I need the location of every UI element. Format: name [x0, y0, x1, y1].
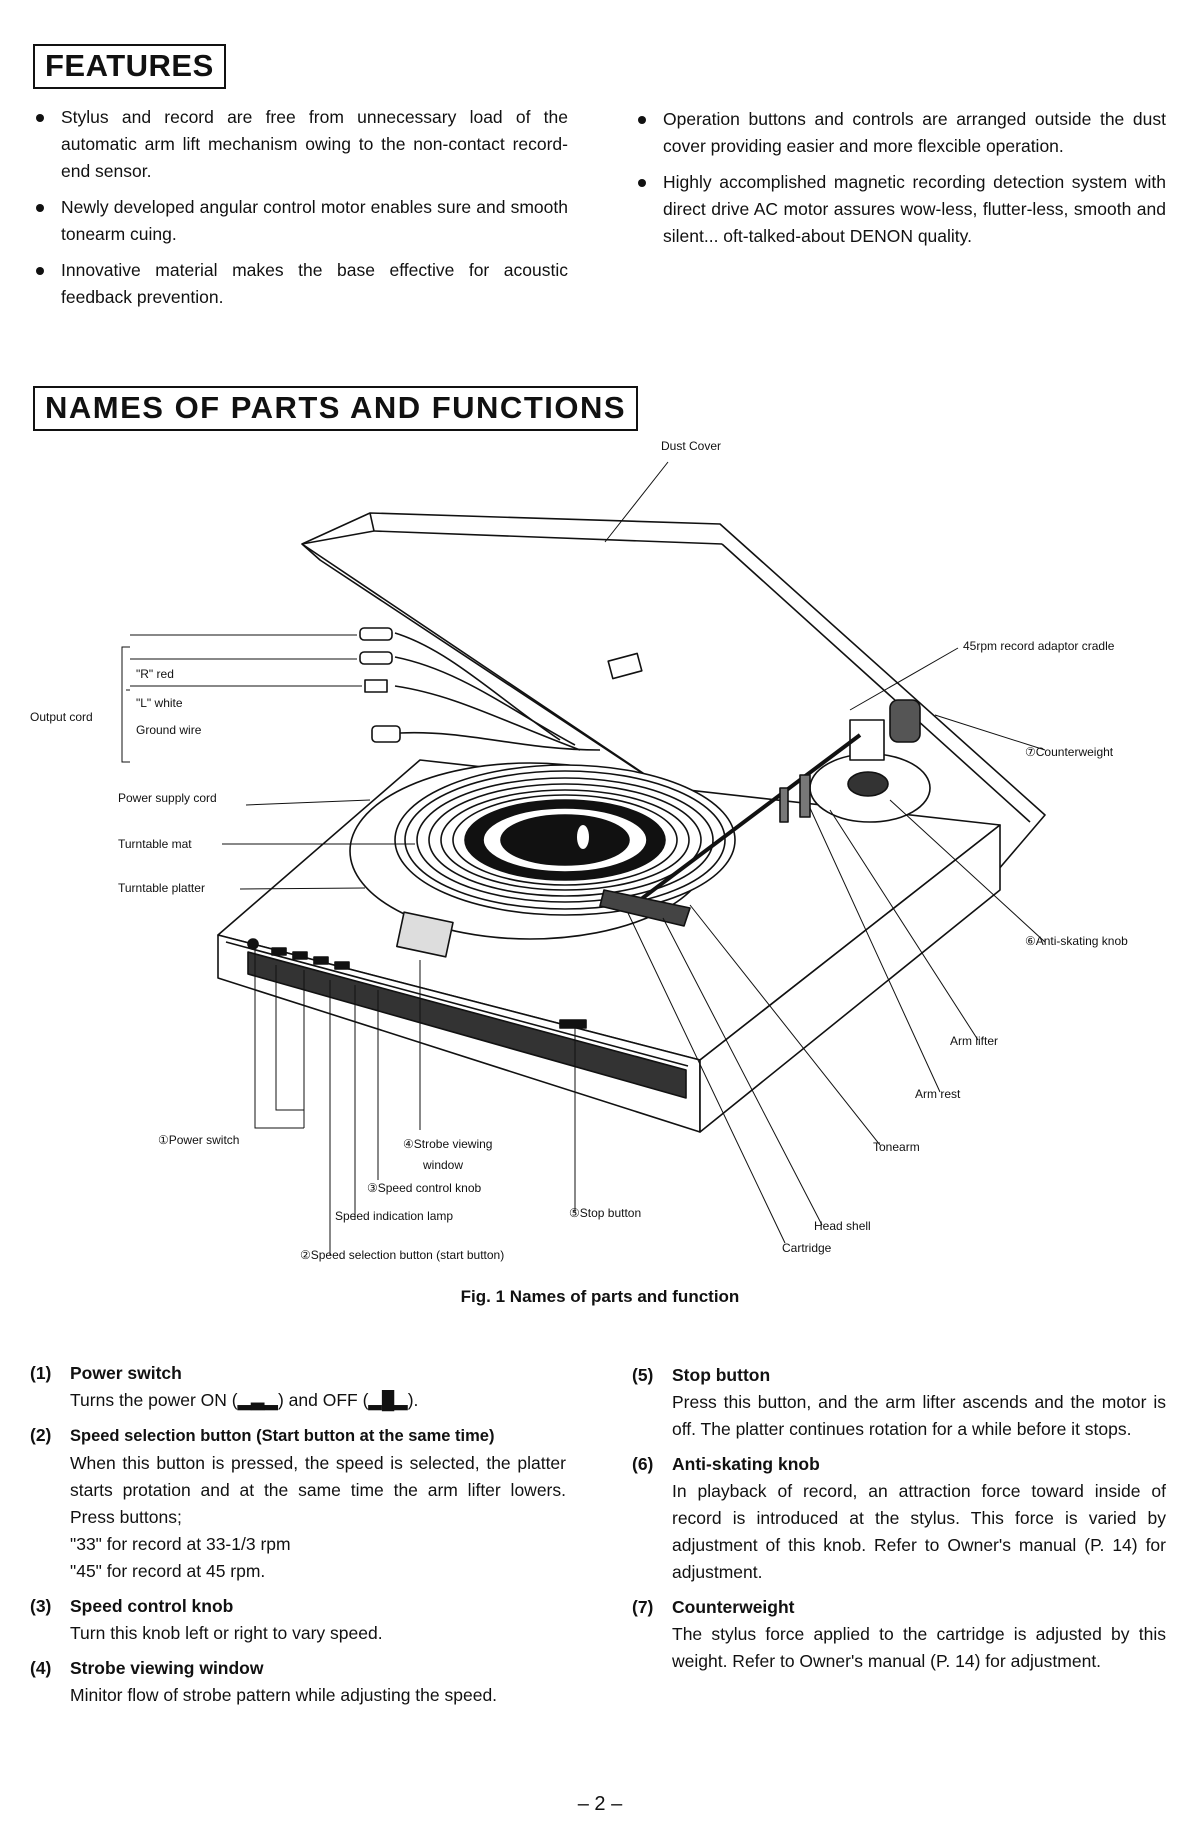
feature-item: Operation buttons and controls are arran… [632, 106, 1166, 160]
features-heading: FEATURES [33, 44, 226, 89]
label-output-cord: Output cord [30, 710, 93, 724]
label-cartridge: Cartridge [782, 1241, 832, 1255]
label-turntable-mat: Turntable mat [118, 837, 192, 851]
platter-drawing [349, 762, 736, 958]
label-arm-lifter: Arm lifter [950, 1034, 998, 1048]
label-counterweight: ⑦Counterweight [1025, 745, 1114, 759]
label-strobe-window-2: window [422, 1158, 463, 1172]
label-head-shell: Head shell [814, 1219, 871, 1233]
label-adaptor-cradle: 45rpm record adaptor cradle [963, 639, 1115, 653]
label-l-white: "L" white [136, 696, 183, 710]
part-number: (1) [30, 1363, 52, 1383]
part-title: Speed control knob [70, 1596, 234, 1616]
label-speed-button: ②Speed selection button (start button) [300, 1248, 504, 1262]
part-item: (2) Speed selection button (Start button … [30, 1422, 566, 1585]
part-title: Strobe viewing window [70, 1658, 264, 1678]
part-number: (7) [632, 1597, 654, 1617]
part-title: Stop button [672, 1365, 771, 1385]
part-number: (4) [30, 1658, 52, 1678]
figure-caption: Fig. 1 Names of parts and function [460, 1287, 740, 1306]
part-line: "45" for record at 45 rpm. [70, 1561, 266, 1581]
feature-item: Highly accomplished magnetic recording d… [632, 169, 1166, 250]
part-item: (7) Counterweight The stylus force applie… [632, 1594, 1166, 1675]
part-number: (5) [632, 1365, 654, 1385]
part-title: Counterweight [672, 1597, 795, 1617]
tonearm-drawing [599, 699, 931, 927]
label-speed-knob: ③Speed control knob [367, 1181, 481, 1195]
features-left-list: Stylus and record are free from unnecess… [30, 104, 568, 320]
label-dust-cover: Dust Cover [661, 439, 721, 453]
features-right-list: Operation buttons and controls are arran… [632, 106, 1166, 259]
part-text: Press this button, and the arm lifter as… [672, 1392, 1166, 1439]
part-item: (1) Power switch Turns the power ON (▂▃▂)… [30, 1360, 566, 1414]
label-tonearm: Tonearm [873, 1140, 920, 1154]
feature-item: Innovative material makes the base effec… [30, 257, 568, 311]
label-arm-rest: Arm rest [915, 1087, 961, 1101]
part-item: (3) Speed control knob Turn this knob lef… [30, 1593, 566, 1647]
part-item: (5) Stop button Press this button, and th… [632, 1362, 1166, 1443]
label-anti-skating: ⑥Anti-skating knob [1025, 934, 1128, 948]
feature-item: Newly developed angular control motor en… [30, 194, 568, 248]
label-power-cord: Power supply cord [118, 791, 217, 805]
part-text: In playback of record, an attraction for… [672, 1481, 1166, 1582]
part-text: The stylus force applied to the cartridg… [672, 1624, 1166, 1671]
part-item: (4) Strobe viewing window Minitor flow of… [30, 1655, 566, 1709]
page-number: – 2 – [577, 1793, 623, 1815]
part-number: (6) [632, 1454, 654, 1474]
part-text: When this button is pressed, the speed i… [70, 1453, 566, 1527]
part-item: (6) Anti-skating knob In playback of reco… [632, 1451, 1166, 1586]
part-title: Anti-skating knob [672, 1454, 820, 1474]
cords-drawing [359, 627, 643, 751]
control-panel-drawing [247, 938, 587, 1029]
label-ground-wire: Ground wire [136, 723, 202, 737]
feature-item: Stylus and record are free from unnecess… [30, 104, 568, 185]
part-line: "33" for record at 33-1/3 rpm [70, 1534, 291, 1554]
label-turntable-platter: Turntable platter [118, 881, 205, 895]
label-r-red: "R" red [136, 667, 174, 681]
label-power-switch: ①Power switch [158, 1133, 239, 1147]
label-speed-lamp: Speed indication lamp [335, 1209, 453, 1223]
label-stop-button: ⑤Stop button [569, 1206, 641, 1220]
part-line: Turn this knob left or right to vary spe… [70, 1623, 383, 1643]
part-number: (2) [30, 1425, 52, 1445]
part-text: Minitor flow of strobe pattern while adj… [70, 1685, 498, 1705]
part-line: Turns the power ON (▂▃▂) and OFF (▂█▂). [70, 1390, 419, 1410]
parts-list-left: (1) Power switch Turns the power ON (▂▃▂)… [30, 1360, 566, 1717]
part-number: (3) [30, 1596, 52, 1616]
part-title: Speed selection button (Start button at … [70, 1427, 495, 1445]
part-title: Power switch [70, 1363, 182, 1383]
turntable-diagram: Dust Cover 45rpm record adaptor cradle ⑦… [30, 439, 1128, 1262]
parts-list-right: (5) Stop button Press this button, and th… [632, 1362, 1166, 1683]
parts-heading: NAMES OF PARTS AND FUNCTIONS [33, 386, 639, 431]
label-strobe-window: ④Strobe viewing [403, 1137, 492, 1151]
